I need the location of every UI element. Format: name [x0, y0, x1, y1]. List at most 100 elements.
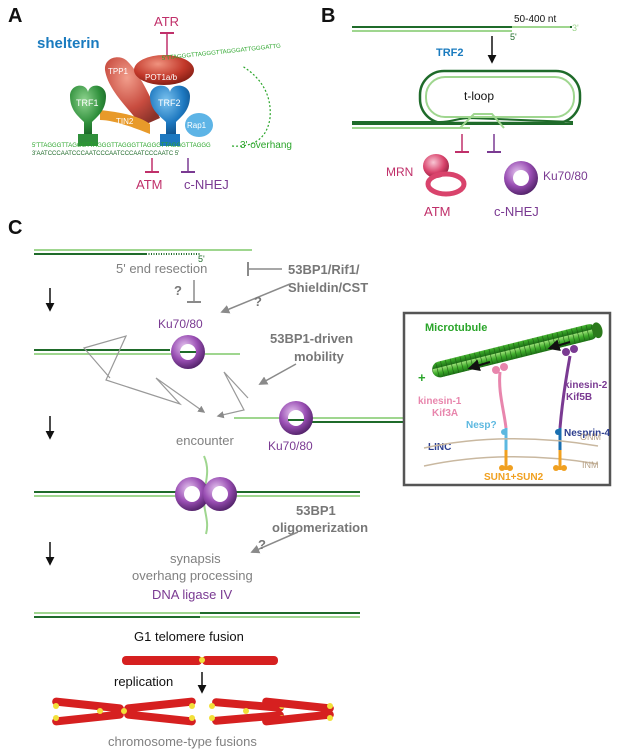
resection-label: 5' end resection — [116, 261, 207, 276]
mobility-line1: 53BP1-driven — [270, 331, 353, 346]
overhang-label: 3' overhang — [240, 140, 292, 151]
kinesin2-line1: kinesin-2 — [564, 380, 608, 391]
kinesin2-head-a — [562, 348, 570, 356]
synapsis-line2: overhang processing — [132, 568, 253, 583]
inm-membrane — [423, 456, 599, 467]
tpp1-label: TPP1 — [108, 67, 129, 76]
trf2-label: TRF2 — [158, 98, 181, 108]
rap1-label: Rap1 — [187, 121, 207, 130]
sun-left-knob-a — [499, 465, 505, 471]
bottom-strand-sequence: 3'AATCCCAATCCCAATCCCAATCCCAATCCCAATC 5' — [32, 151, 179, 157]
random-walk-path — [82, 335, 206, 413]
panel-b: B 50-400 nt 5' 3' TRF2 t-loop MRN ATM Ku… — [321, 5, 588, 219]
atm-label-a: ATM — [136, 177, 162, 192]
oligo-line1: 53BP1 — [296, 503, 336, 518]
fused-chromosome — [122, 656, 278, 665]
ligase-label: DNA ligase IV — [152, 587, 233, 602]
oligo-arrow — [250, 531, 299, 554]
tloop-label: t-loop — [464, 89, 494, 103]
overhang-sequence: 5'TTAGGGTTAGGGTTAGGGATTGGGATTG — [162, 43, 282, 62]
panel-c: C 5' 5' end resection 53BP1/Rif1/ Shield… — [8, 217, 410, 749]
tin2-label: TIN2 — [116, 117, 134, 126]
inhibitor-line2: Shieldin/CST — [288, 280, 368, 295]
chromosome-fusions-label: chromosome-type fusions — [108, 734, 257, 749]
ku-ring-right-hole — [288, 410, 304, 426]
b-trf2-label: TRF2 — [436, 47, 464, 59]
question-mark-2: ? — [254, 294, 262, 309]
tin2-protein — [100, 110, 150, 134]
trf1-foot-right — [88, 134, 98, 146]
nesp-knob — [501, 429, 507, 435]
b-ku-label: Ku70/80 — [543, 169, 588, 183]
onm-membrane — [423, 438, 599, 449]
overhang-loop — [231, 65, 271, 147]
linc-label: LINC — [428, 442, 451, 453]
tloop-loop-inner — [425, 76, 575, 118]
inhibitor-line1: 53BP1/Rif1/ — [288, 262, 360, 277]
dicentric-chromosome-3 — [262, 697, 334, 726]
g1-fusion-label: G1 telomere fusion — [134, 629, 244, 644]
kinesin1-stalk — [498, 371, 508, 429]
onm-label: ONM — [580, 432, 601, 442]
top-strand-sequence: 5'TTAGGGTTAGGGTTAGGGTTAGGGTTAGGGTTAGGGTT… — [32, 143, 211, 149]
ku-ring-synapsis-left-hole — [184, 486, 200, 502]
trf1-protein — [70, 85, 106, 136]
tpp1-protein — [104, 57, 160, 127]
motor-arrow-right — [547, 339, 571, 351]
tloop-dloop — [459, 113, 505, 129]
sun-left-knob-b — [507, 465, 513, 471]
b-end3-label: 3' — [572, 23, 579, 33]
trf1-foot-left — [78, 134, 88, 146]
random-walk-right — [216, 371, 249, 419]
b-cnhej-label: c-NHEJ — [494, 204, 539, 219]
atr-label: ATR — [154, 14, 179, 29]
nesprin4-label: Nesprin-4 — [564, 428, 611, 439]
shelterin-title: shelterin — [37, 35, 100, 52]
panel-a: A shelterin ATR TPP1 POT1a/b 5'TTAGGGTTA… — [8, 5, 292, 192]
rap1-protein — [185, 113, 213, 137]
kinesin2-line2: Kif5B — [566, 392, 592, 403]
replication-label: replication — [114, 674, 173, 689]
kinesin2-head-b — [570, 345, 578, 353]
ku-right-label: Ku70/80 — [268, 439, 313, 453]
b-ku-hole — [513, 170, 529, 186]
question-mark-3: ? — [258, 537, 266, 552]
inm-label: INM — [582, 460, 599, 470]
kinesin2-stalk — [558, 355, 572, 429]
nesprin4-knob — [555, 429, 561, 435]
mobility-arrow — [258, 363, 297, 385]
sun-right-knob-a — [553, 465, 559, 471]
pot1-label: POT1a/b — [145, 73, 178, 82]
mobility-line2: mobility — [294, 349, 345, 364]
kinesin1-head-a — [492, 366, 500, 374]
synapsis-line1: synapsis — [170, 551, 221, 566]
mrn-ring — [425, 171, 467, 197]
panel-b-letter: B — [321, 5, 335, 27]
inhibitor-to-ku-arrow — [220, 283, 291, 314]
kinesin1-head-b — [500, 363, 508, 371]
pot1-protein — [134, 55, 194, 85]
sun-label: SUN1+SUN2 — [484, 472, 544, 483]
question-mark-1: ? — [174, 283, 182, 298]
kinesin1-line2: Kif3A — [432, 408, 458, 419]
tloop-loop-outer — [418, 69, 582, 125]
microtubule-label: Microtubule — [425, 322, 487, 334]
trf1-label: TRF1 — [76, 98, 99, 108]
panel-a-letter: A — [8, 5, 22, 27]
dicentric-chromosome-1 — [52, 697, 196, 726]
trf2-protein — [150, 85, 190, 136]
panel-c-letter: C — [8, 217, 22, 239]
microtubule-plus: + — [418, 370, 426, 385]
mrn-label: MRN — [386, 165, 413, 179]
c-end5-label: 5' — [198, 254, 205, 264]
trf2-foot-right — [170, 134, 180, 146]
b-end5-label: 5' — [510, 32, 517, 42]
sun-right-knob-b — [561, 465, 567, 471]
encounter-label: encounter — [176, 433, 234, 448]
nesp-label: Nesp? — [466, 420, 497, 431]
inset-linc-box: Microtubule + kinesin-1 Kif3A kinesin-2 … — [402, 311, 612, 487]
ku-top-label: Ku70/80 — [158, 317, 203, 331]
length-label: 50-400 nt — [514, 14, 556, 25]
